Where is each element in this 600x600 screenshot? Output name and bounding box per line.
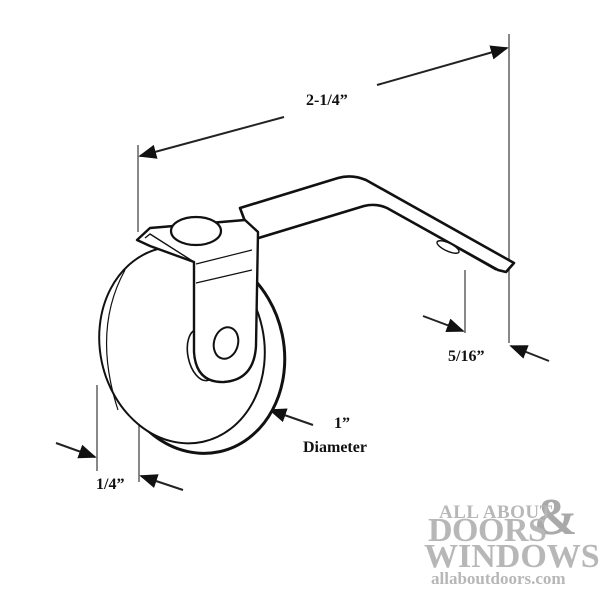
wheel <box>98 245 287 455</box>
bracket-arm <box>238 175 516 274</box>
watermark-line-windows: WINDOWS <box>424 538 600 575</box>
watermark-url: allaboutdoors.com <box>431 569 566 588</box>
dimension-arrow-thickness <box>55 442 184 491</box>
dimension-arrow-length <box>138 45 509 159</box>
dimension-label-diameter-value: 1” <box>334 415 350 432</box>
dimension-label-length: 2-1/4” <box>306 92 348 109</box>
dimension-label-thickness: 1/4” <box>96 476 125 493</box>
watermark-line-doors: DOORS <box>428 512 547 549</box>
watermark-line-all-about: ALL ABOUT <box>439 502 553 523</box>
dimension-label-diameter-text: Diameter <box>303 439 367 456</box>
watermark-ampersand: & <box>534 489 578 546</box>
u-bracket <box>135 215 260 384</box>
dimension-arrow-diameter <box>268 408 314 426</box>
dimension-arrow-tab <box>422 315 550 362</box>
dimension-label-tab-width: 5/16” <box>448 348 485 365</box>
